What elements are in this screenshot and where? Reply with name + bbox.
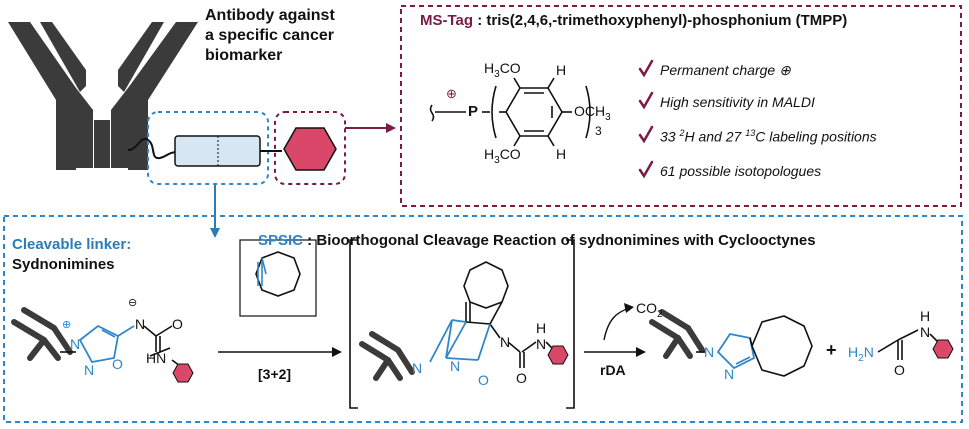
urea-structure [877, 329, 943, 360]
antibody-large [8, 22, 198, 170]
urea-n: N [920, 324, 931, 340]
adduct-o-carbonyl: O [516, 370, 527, 386]
urea-h: H [920, 308, 931, 324]
urea-h2n: H2N [848, 344, 874, 364]
pyrazole-product [649, 309, 813, 377]
check-icon-1 [638, 59, 654, 78]
check-item-3: 33 2H and 27 13C labeling positions [660, 128, 877, 145]
cyclooctyne-box [239, 239, 317, 317]
adduct-nh-h: H [536, 320, 547, 336]
bottom-h-label: H [556, 146, 567, 162]
ms-tag-title: MS-Tag : tris(2,4,6,-trimethoxyphenyl)-p… [420, 12, 847, 29]
ms-tag-name: tris(2,4,6,-trimethoxyphenyl)-phosphoniu… [486, 12, 848, 29]
ms-tag-panel [400, 5, 962, 207]
antibody-caption-line2: a specific cancer [205, 27, 334, 44]
tag-hexagon-3 [932, 339, 954, 359]
plus-sign: + [826, 340, 837, 360]
adduct-structure [359, 261, 569, 381]
top-h-label: H [556, 62, 567, 78]
spsic-sep: : [303, 232, 317, 249]
spsic-title: SPSIC : Bioorthogonal Cleavage Reaction … [258, 232, 816, 249]
ms-tag-prefix: MS-Tag [420, 12, 474, 29]
product-n2: N [724, 366, 735, 382]
phosphonium-plus: ⊕ [446, 86, 457, 101]
syd-o: O [112, 356, 123, 372]
antibody-caption-line1: Antibody against [205, 7, 335, 24]
spsic-panel [3, 215, 963, 423]
adduct-n-exo: N [500, 334, 511, 350]
adduct-nh-n: N [536, 336, 547, 352]
phosphorus-label: P [468, 103, 479, 120]
adduct-n-mid: N [450, 358, 461, 374]
step2-label: rDA [600, 362, 626, 378]
syd-hn: HN [146, 350, 167, 366]
right-methoxy-label: OCH3 [574, 103, 611, 123]
cleavable-linker-dashed-box [147, 111, 269, 185]
check-icon-3 [638, 125, 654, 144]
antibody-tether [127, 138, 179, 160]
check-icons [638, 59, 654, 179]
syd-plus: ⊕ [62, 319, 72, 331]
syd-n2: N [84, 362, 95, 378]
arrowhead-spsic [210, 228, 220, 238]
syd-o-carbonyl: O [172, 316, 183, 332]
syd-n-exo: N [135, 316, 146, 332]
check-icon-4 [638, 160, 654, 179]
spsic-prefix: SPSIC [258, 232, 304, 249]
antibody-small-1 [11, 307, 73, 361]
tris-subscript: 3 [595, 124, 602, 138]
arrowhead-ms-tag [386, 123, 396, 133]
reaction-arrowhead-1 [332, 347, 342, 357]
step1-label: [3+2] [258, 366, 292, 382]
check-item-4: 61 possible isotopologues [660, 163, 822, 179]
bottom-methoxy-label: H3CO [484, 146, 521, 166]
check-item-1: Permanent charge ⊕ [660, 62, 791, 78]
co2-label: CO2 [636, 300, 663, 320]
bracket-right [566, 239, 575, 409]
product-n1: N [704, 344, 715, 360]
syd-n1: N [70, 336, 81, 352]
sydnonimine-structure [11, 307, 194, 383]
sydnonimines-label: Sydnonimines [12, 256, 115, 273]
bracket-left [349, 239, 358, 409]
tmpp-structure [429, 77, 591, 147]
tag-hexagon-1 [172, 363, 194, 383]
check-icon-2 [638, 91, 654, 110]
top-methoxy-label: H3CO [484, 60, 521, 80]
co2-arrowhead [624, 303, 634, 313]
ms-tag-dashed-box [274, 111, 346, 185]
adduct-o: O [478, 372, 489, 388]
ms-tag-sep: : [473, 12, 487, 29]
adduct-n-left: N [412, 360, 423, 376]
check-item-2: High sensitivity in MALDI [660, 94, 815, 110]
ms-tag-hexagon [283, 127, 337, 171]
spsic-description: Bioorthogonal Cleavage Reaction of sydno… [316, 232, 816, 249]
antibody-caption-line3: biomarker [205, 47, 283, 64]
syd-minus: ⊖ [128, 297, 138, 309]
cleavable-linker-label: Cleavable linker: [12, 236, 132, 253]
urea-o: O [894, 362, 905, 378]
reaction-arrowhead-2 [636, 347, 646, 357]
tag-hexagon-2 [547, 345, 569, 365]
